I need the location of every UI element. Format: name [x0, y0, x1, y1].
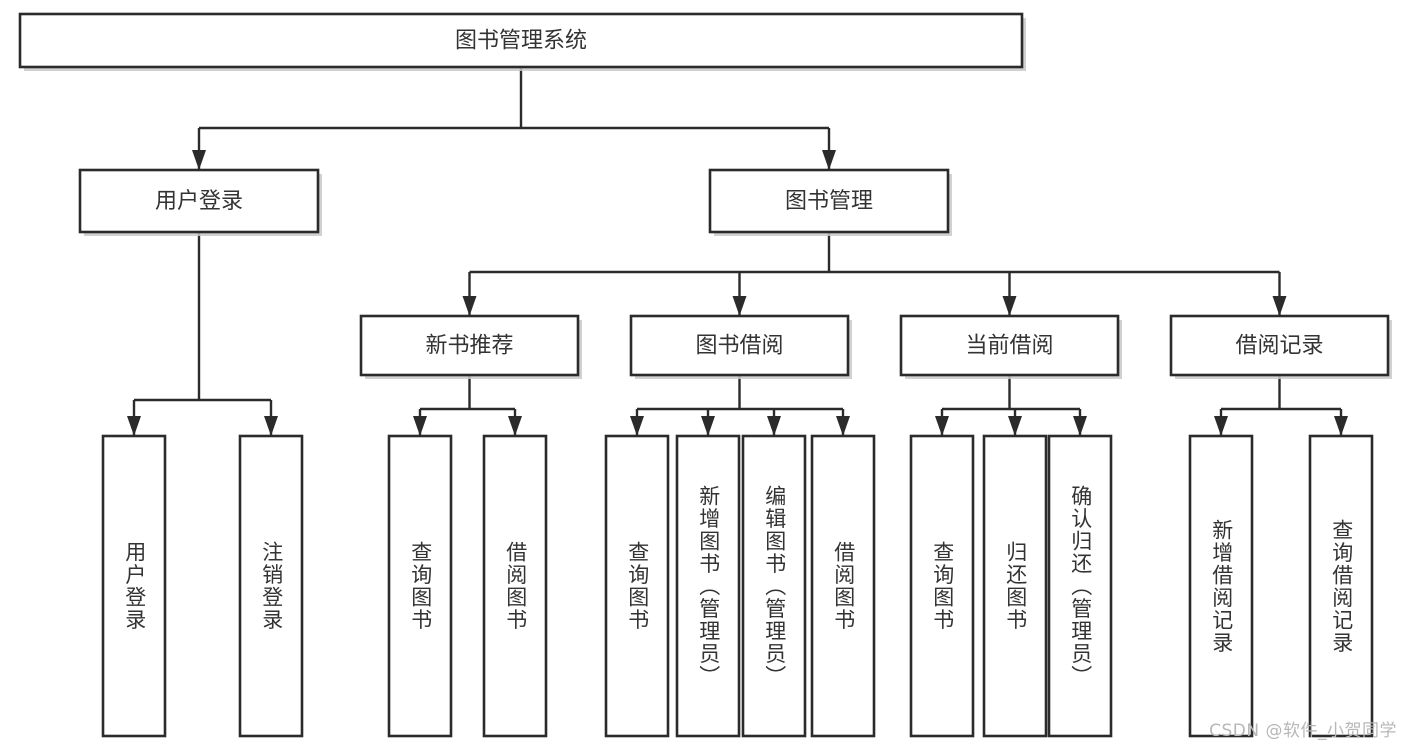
- node-level3-label-3: 借阅记录: [1235, 334, 1323, 359]
- arrow-head-icon: [732, 296, 747, 316]
- arrow-head-icon: [1214, 416, 1228, 436]
- node-level3-label-1: 图书借阅: [695, 334, 783, 359]
- arrow-head-icon: [630, 416, 644, 436]
- arrow-head-icon: [701, 416, 715, 436]
- node-leaf-10[interactable]: [1047, 434, 1113, 738]
- node-root[interactable]: [18, 12, 1024, 69]
- arrow-head-icon: [1008, 416, 1022, 436]
- node-leaf-6[interactable]: [741, 434, 807, 738]
- node-leaf-1[interactable]: [238, 434, 304, 738]
- node-level2-label-1: 图书管理: [785, 189, 873, 214]
- node-leaf-4[interactable]: [604, 434, 670, 738]
- node-leaf-2[interactable]: [387, 434, 453, 738]
- node-level3-1[interactable]: [629, 314, 850, 377]
- node-leaf-9[interactable]: [982, 434, 1048, 738]
- node-leaf-12[interactable]: [1308, 434, 1374, 738]
- arrow-head-icon: [935, 416, 949, 436]
- node-leaf-11[interactable]: [1188, 434, 1254, 738]
- node-leaf-8[interactable]: [909, 434, 975, 738]
- node-level3-0[interactable]: [359, 314, 580, 377]
- arrow-head-icon: [1073, 416, 1087, 436]
- node-level2-0[interactable]: [78, 168, 320, 234]
- arrow-head-icon: [1334, 416, 1348, 436]
- boxes-layer: [18, 12, 1392, 738]
- arrow-head-icon: [192, 150, 206, 170]
- arrow-head-icon: [127, 416, 141, 436]
- node-level3-label-2: 当前借阅: [965, 334, 1053, 359]
- arrow-head-icon: [413, 416, 427, 436]
- node-root-label: 图书管理系统: [455, 29, 587, 54]
- node-leaf-5[interactable]: [675, 434, 741, 738]
- node-leaf-7[interactable]: [810, 434, 876, 738]
- arrow-head-icon: [836, 416, 850, 436]
- arrow-head-icon: [1272, 296, 1287, 316]
- node-level2-1[interactable]: [708, 168, 950, 234]
- watermark-text: CSDN @软件_小贺同学: [1209, 721, 1397, 741]
- arrow-head-icon: [822, 150, 836, 170]
- node-leaf-3[interactable]: [482, 434, 548, 738]
- arrow-head-icon: [462, 296, 477, 316]
- edges-layer: [127, 67, 1348, 436]
- arrow-head-icon: [767, 416, 781, 436]
- arrow-head-icon: [508, 416, 522, 436]
- node-level2-label-0: 用户登录: [155, 189, 243, 214]
- node-level3-label-0: 新书推荐: [425, 334, 513, 359]
- arrow-head-icon: [264, 416, 278, 436]
- node-leaf-0[interactable]: [101, 434, 167, 738]
- node-level3-3[interactable]: [1169, 314, 1390, 377]
- node-level3-2[interactable]: [899, 314, 1120, 377]
- arrow-head-icon: [1002, 296, 1017, 316]
